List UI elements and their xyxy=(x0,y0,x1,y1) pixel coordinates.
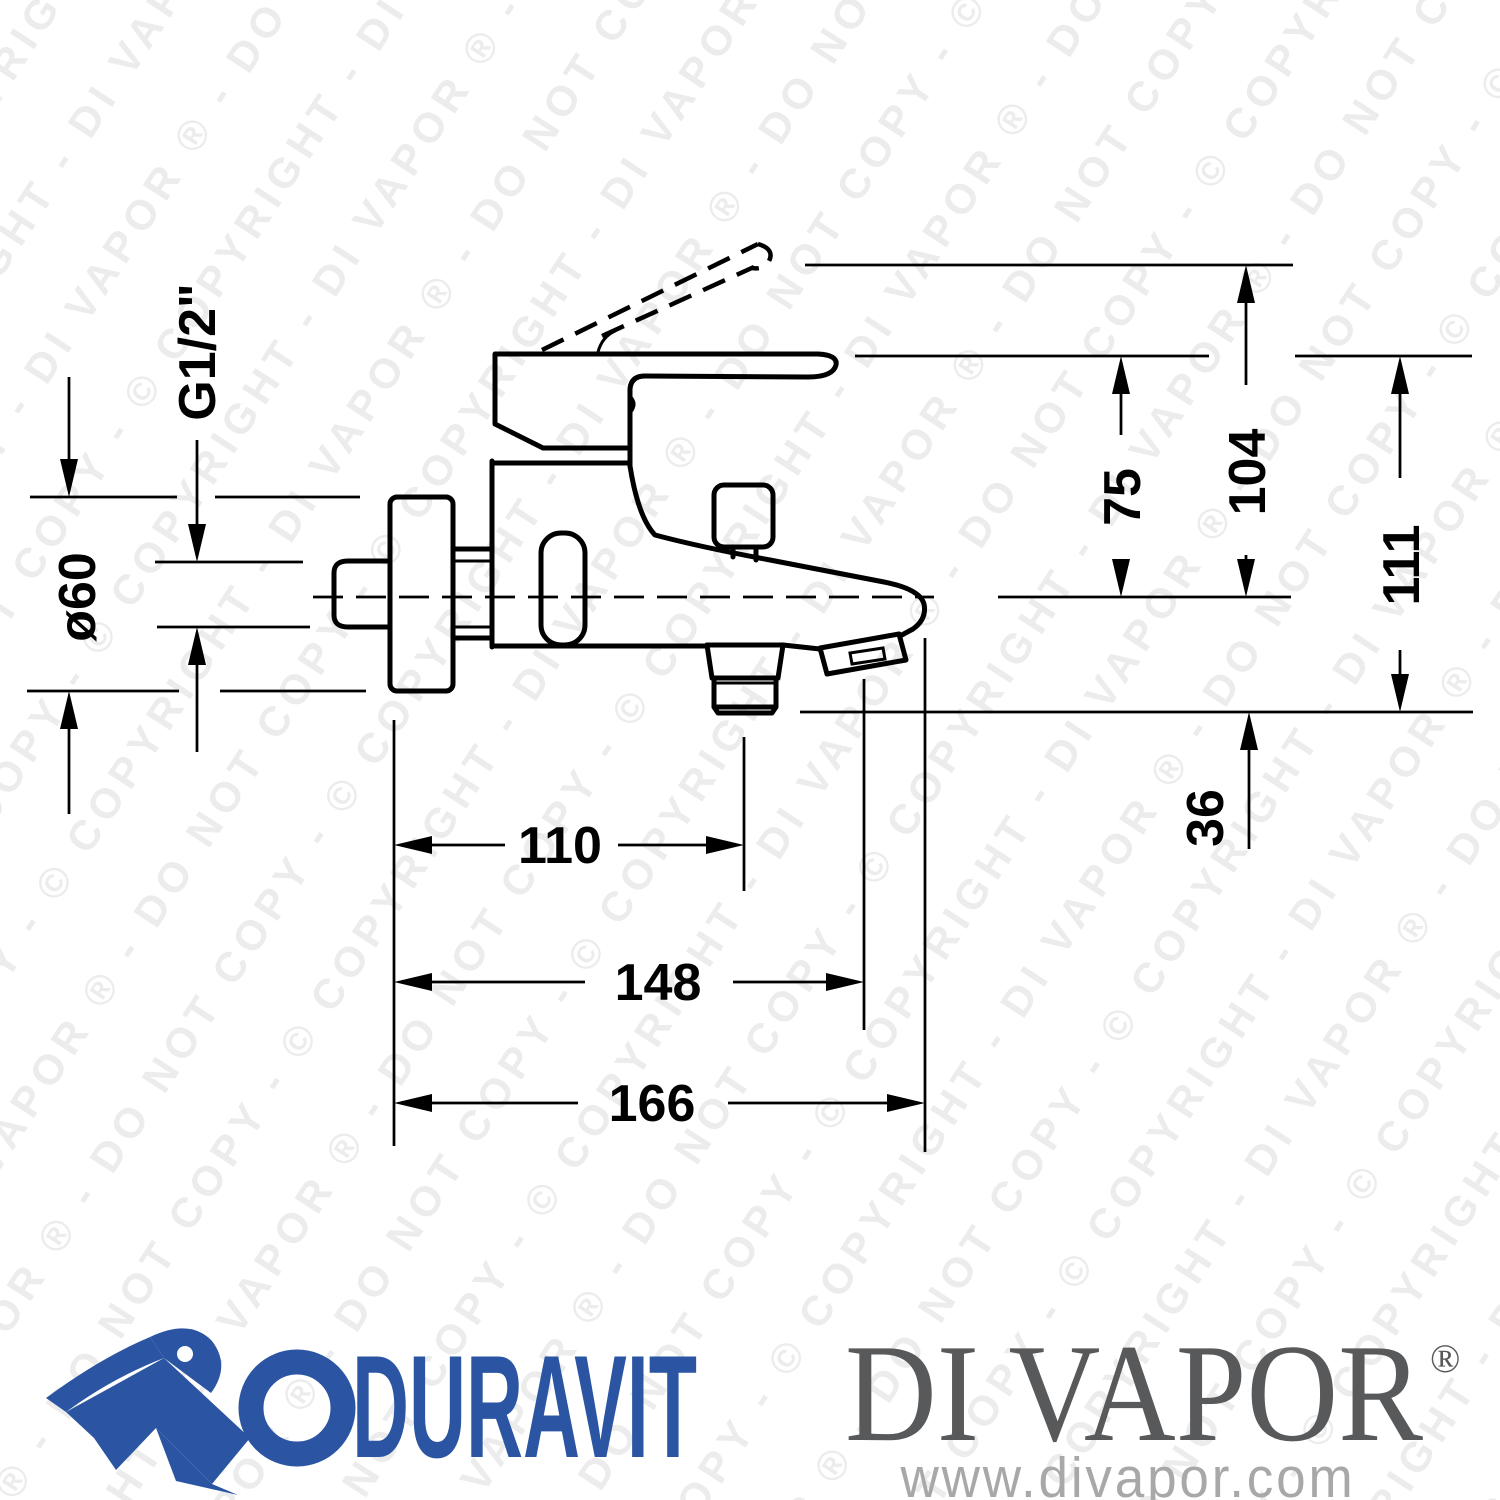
lever-handle-outline xyxy=(492,351,839,451)
arrowhead-icon xyxy=(887,1094,925,1112)
dim-label-thread: G1/2" xyxy=(169,283,227,420)
valve-body-outline xyxy=(489,445,710,650)
duravit-wordmark: DURAVIT xyxy=(352,1325,697,1488)
arrowhead-icon xyxy=(188,627,206,665)
dim-label-111: 111 xyxy=(1373,524,1431,605)
diverter-knob-outline xyxy=(711,482,776,550)
lever-handle-raised-dashed xyxy=(541,241,773,353)
diverter-knob-stem xyxy=(730,544,759,563)
bath-mixer-outline xyxy=(313,241,934,716)
arrowhead-icon xyxy=(188,524,206,562)
dim-label-diameter: ø60 xyxy=(49,552,107,642)
dimension-lines xyxy=(27,263,1473,1152)
arrowhead-icon xyxy=(1391,674,1409,712)
backnut-detail-lines xyxy=(451,559,494,629)
di-vapor-wordmark: DI VAPOR xyxy=(845,1316,1424,1471)
shower-outlet-flare xyxy=(704,642,786,681)
arrowhead-icon xyxy=(1237,265,1255,303)
spout-underside xyxy=(704,642,823,652)
shower-outlet-rim xyxy=(711,704,779,716)
arrowhead-icon xyxy=(706,836,744,854)
dim-label-148: 148 xyxy=(615,954,702,1012)
arrowhead-icon xyxy=(394,973,432,991)
dim-label-166: 166 xyxy=(609,1075,696,1133)
dim-label-75: 75 xyxy=(1094,468,1152,526)
arrowhead-icon xyxy=(60,691,78,729)
arrowhead-icon xyxy=(1391,356,1409,394)
arrowhead-icon xyxy=(394,1094,432,1112)
aerator-inner-detail xyxy=(848,646,887,666)
dim-label-110: 110 xyxy=(518,817,602,875)
arrowhead-icon xyxy=(1112,356,1130,394)
di-vapor-logo: DI VAPOR ® www.divapor.com xyxy=(845,1316,1460,1500)
arrowhead-icon xyxy=(1112,559,1130,597)
spout-top-outline xyxy=(627,463,927,639)
arrowhead-icon xyxy=(826,973,864,991)
arrowhead-icon xyxy=(1240,712,1258,750)
di-vapor-website: www.divapor.com xyxy=(900,1446,1356,1500)
arrowhead-icon xyxy=(60,459,78,497)
registered-mark-icon: ® xyxy=(1430,1336,1460,1381)
cartridge-cap-outline xyxy=(538,530,588,648)
aerator-outline xyxy=(817,631,909,677)
arrowhead-icon xyxy=(1237,559,1255,597)
dim-label-104: 104 xyxy=(1219,429,1277,516)
duravit-logo: DURAVIT xyxy=(46,1325,697,1495)
duravit-bird-icon xyxy=(46,1328,356,1495)
dimension-labels: G1/2" ø60 75 104 111 36 110 148 166 xyxy=(49,283,1431,1133)
arrowhead-icon xyxy=(394,836,432,854)
dim-label-36: 36 xyxy=(1177,789,1235,847)
escutcheon-flange-outline xyxy=(387,494,456,694)
shower-outlet-body xyxy=(711,675,779,710)
supply-nipple-outline xyxy=(331,558,393,630)
